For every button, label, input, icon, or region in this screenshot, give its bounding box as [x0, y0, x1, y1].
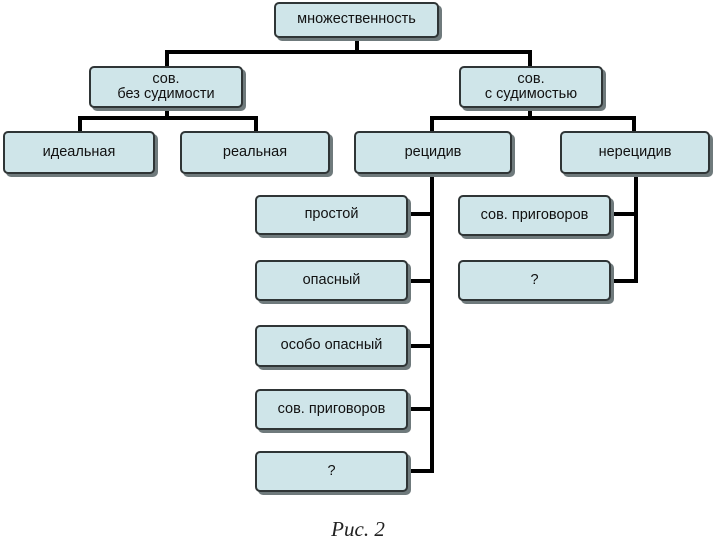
node-recidive-dangerous: опасный [255, 260, 408, 301]
node-recidive-especially-dangerous: особо опасный [255, 325, 408, 367]
node-real: реальная [180, 131, 330, 174]
node-with-conviction: сов. с судимостью [459, 66, 603, 108]
node-ideal: идеальная [3, 131, 155, 174]
node-non-recidive: нерецидив [560, 131, 710, 174]
node-root: множественность [274, 2, 439, 38]
node-without-conviction: сов. без судимости [89, 66, 243, 108]
node-non-recidive-unknown: ? [458, 260, 611, 301]
figure-caption: Рис. 2 [331, 517, 385, 541]
node-recidive-simple: простой [255, 195, 408, 235]
node-non-recidive-sentences: сов. приговоров [458, 195, 611, 236]
node-recidive: рецидив [354, 131, 512, 174]
node-recidive-sentences: сов. приговоров [255, 389, 408, 430]
node-recidive-unknown: ? [255, 451, 408, 492]
